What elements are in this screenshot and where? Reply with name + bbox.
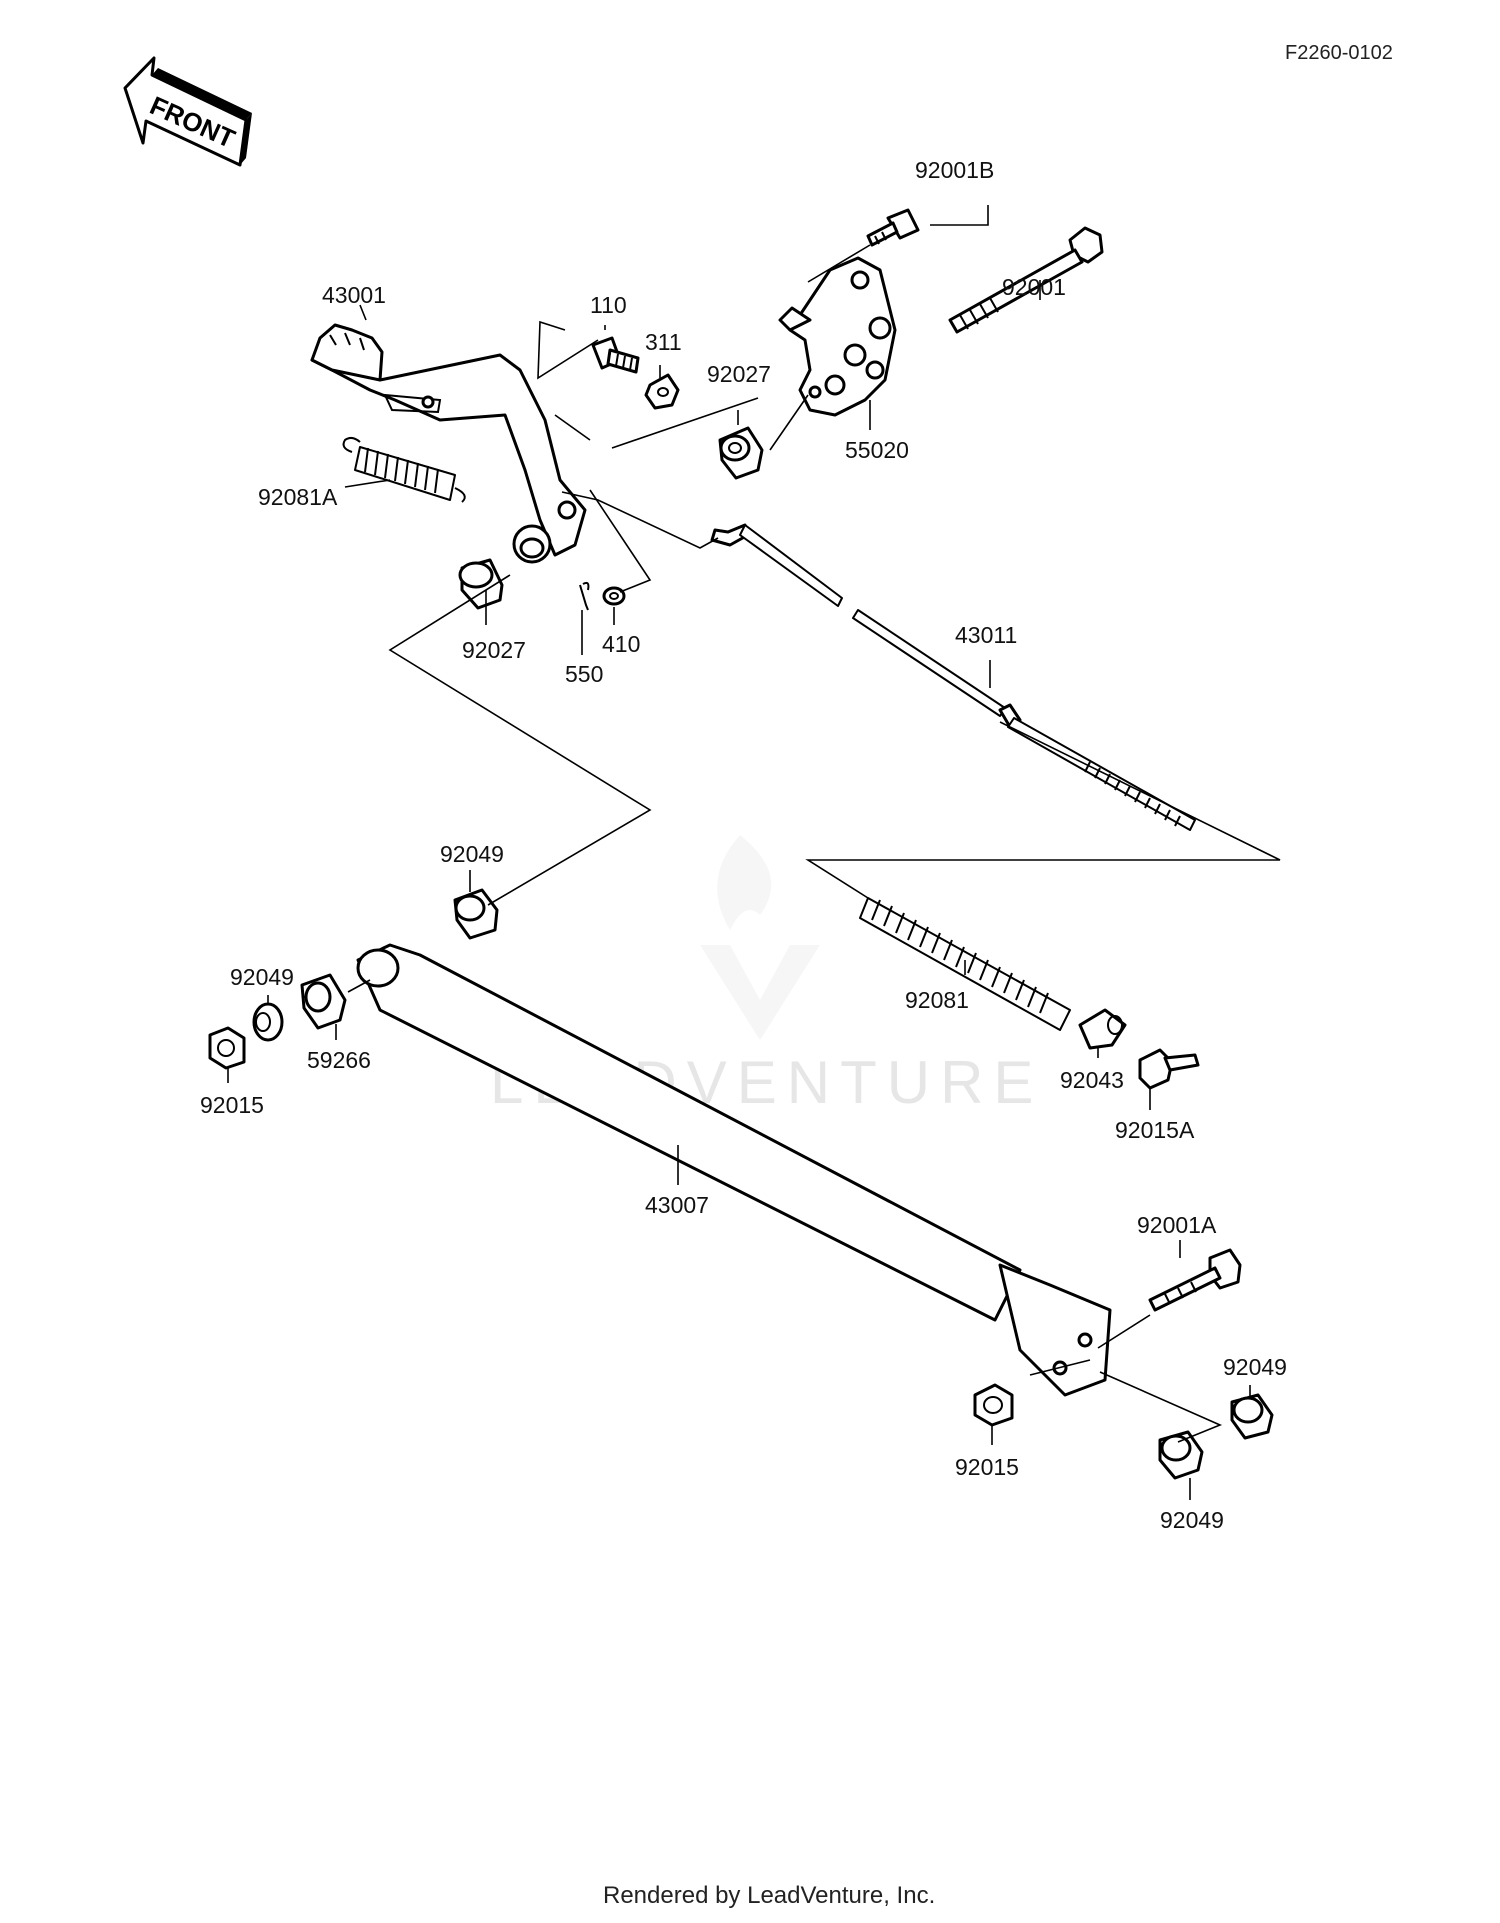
label-410: 410	[602, 631, 640, 657]
label-92081A: 92081A	[258, 484, 338, 510]
collar-92049-shaft	[453, 888, 499, 940]
cotter-pin-550	[579, 581, 590, 611]
nut-92015-right	[973, 1383, 1014, 1427]
label-92001: 92001	[1002, 274, 1066, 300]
cross-shaft-43007	[356, 943, 1112, 1397]
spring-92081A	[342, 436, 466, 503]
label-92001B: 92001B	[915, 157, 994, 183]
collar-92049-right-lower	[1158, 1430, 1204, 1480]
label-550: 550	[565, 661, 603, 687]
label-92015A: 92015A	[1115, 1117, 1195, 1143]
collar-92027-lower	[458, 558, 504, 610]
footer-credit: Rendered by LeadVenture, Inc.	[603, 1882, 935, 1909]
collar-92027-upper	[718, 426, 764, 480]
brake-pedal-43001	[310, 323, 587, 564]
label-43007: 43007	[645, 1192, 709, 1218]
label-92043: 92043	[1060, 1067, 1124, 1093]
nut-92015-left	[208, 1026, 246, 1070]
leader-lines	[227, 205, 1251, 1500]
label-43011: 43011	[955, 622, 1017, 648]
nut-311	[644, 373, 680, 410]
washer-92049-left	[252, 1002, 284, 1042]
label-59266: 59266	[307, 1047, 371, 1073]
label-92081: 92081	[905, 987, 969, 1013]
label-92015-left: 92015	[200, 1092, 264, 1118]
bolt-110	[591, 336, 640, 374]
front-arrow-icon: FRONT	[123, 56, 252, 167]
bracket-55020	[778, 256, 897, 417]
label-92015-right: 92015	[955, 1454, 1019, 1480]
bushing-59266	[300, 973, 347, 1030]
label-311: 311	[645, 329, 682, 355]
label-43001: 43001	[322, 282, 386, 308]
bolt-92001	[948, 226, 1104, 334]
label-92027-lower: 92027	[462, 637, 526, 663]
diagram-code: F2260-0102	[1285, 42, 1393, 64]
bolt-92001A	[1148, 1248, 1242, 1312]
label-92049-right-lower: 92049	[1160, 1507, 1224, 1533]
collar-92049-right-upper	[1230, 1393, 1274, 1440]
label-92049-left: 92049	[230, 964, 294, 990]
assembly-lines	[347, 244, 1281, 1443]
joint-92043	[1078, 1008, 1127, 1050]
label-92027-upper: 92027	[707, 361, 771, 387]
brake-rod-43011	[710, 523, 1196, 831]
bolt-92001B	[866, 208, 920, 247]
label-92049-shaft: 92049	[440, 841, 504, 867]
label-55020: 55020	[845, 437, 909, 463]
washer-410	[602, 586, 626, 606]
label-92001A: 92001A	[1137, 1212, 1217, 1238]
wing-nut-92015A	[1138, 1048, 1200, 1090]
label-110: 110	[590, 292, 627, 318]
watermark-logo	[700, 835, 820, 1040]
label-92049-right-upper: 92049	[1223, 1354, 1287, 1380]
